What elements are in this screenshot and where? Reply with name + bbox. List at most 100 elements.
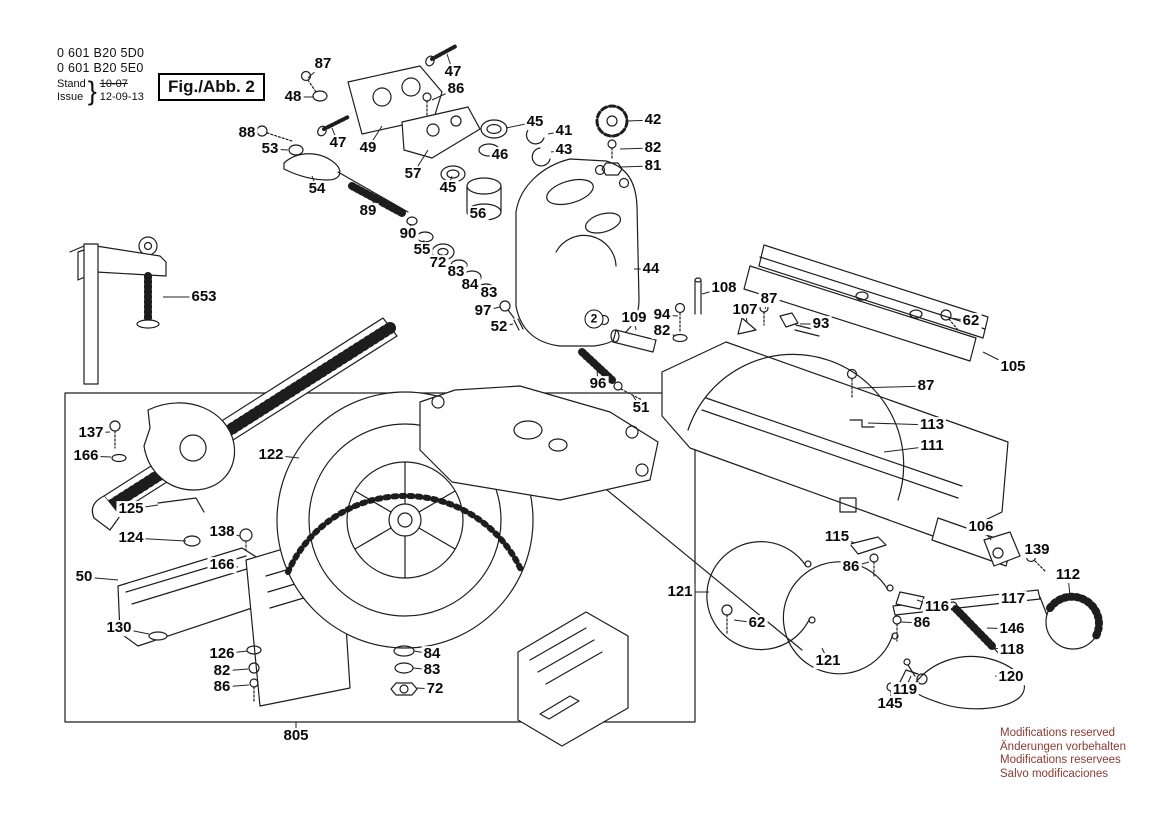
part-callout-86: 86 — [211, 678, 233, 696]
modification-notices: Modifications reserved Änderungen vorbeh… — [1000, 727, 1126, 781]
part-callout-81: 81 — [642, 157, 664, 175]
lock-lever-assembly — [886, 601, 1025, 710]
part-callout-145: 145 — [875, 695, 905, 713]
part-callout-166: 166 — [71, 447, 101, 465]
part-callout-166: 166 — [207, 556, 237, 574]
part-callout-138: 138 — [207, 523, 237, 541]
part-callout-90: 90 — [397, 225, 419, 243]
type-number-2: 0 601 B20 5E0 — [57, 60, 144, 75]
part-callout-51: 51 — [630, 399, 652, 417]
part-callout-45: 45 — [524, 113, 546, 131]
notice-de: Änderungen vorbehalten — [1000, 740, 1126, 753]
part-callout-88: 88 — [236, 124, 258, 142]
part-callout-86: 86 — [840, 558, 862, 576]
part-callout-53: 53 — [259, 140, 281, 158]
issue-label: Issue — [57, 91, 84, 104]
part-callout-109: 109 — [619, 309, 649, 327]
part-callout-96: 96 — [587, 375, 609, 393]
part-callout-83: 83 — [421, 661, 443, 679]
part-callout-55: 55 — [411, 241, 433, 259]
type-number-1: 0 601 B20 5D0 — [57, 46, 145, 60]
part-callout-62: 62 — [960, 312, 982, 330]
figure-label: Fig./Abb. 2 — [158, 73, 265, 101]
part-callout-107: 107 — [730, 301, 760, 319]
part-callout-97: 97 — [472, 302, 494, 320]
issue-value: 12-09-13 — [99, 91, 144, 104]
part-callout-113: 113 — [917, 416, 947, 434]
part-callout-94: 94 — [651, 306, 673, 324]
part-callout-52: 52 — [488, 318, 510, 336]
part-callout-805: 805 — [281, 727, 311, 745]
part-callout-120: 120 — [996, 668, 1026, 686]
arm-housing-44 — [515, 158, 640, 347]
part-callout-56: 56 — [467, 205, 489, 223]
part-callout-48: 48 — [282, 88, 304, 106]
part-callout-42: 42 — [642, 111, 664, 129]
part-callout-41: 41 — [553, 122, 575, 140]
part-callout-121: 121 — [813, 652, 843, 670]
part-callout-72: 72 — [427, 254, 449, 272]
part-callout-112: 112 — [1053, 566, 1083, 584]
part-callout-87: 87 — [758, 290, 780, 308]
upper-housing — [419, 385, 659, 501]
stand-value: 10-07 — [99, 77, 128, 90]
part-callout-115: 115 — [822, 528, 852, 546]
part-callout-118: 118 — [997, 641, 1027, 659]
top-hardware-cluster — [256, 44, 629, 331]
corner-bracket — [517, 611, 629, 747]
part-callout-105: 105 — [998, 358, 1028, 376]
miter-scale-plate — [91, 317, 398, 531]
part-callout-83: 83 — [445, 263, 467, 281]
part-callout-108: 108 — [709, 279, 739, 297]
part-callout-54: 54 — [306, 180, 328, 198]
part-callout-43: 43 — [553, 141, 575, 159]
part-callout-46: 46 — [489, 146, 511, 164]
part-callout-47: 47 — [442, 63, 464, 81]
part-callout-125: 125 — [116, 500, 146, 518]
part-callout-82: 82 — [651, 322, 673, 340]
notice-en: Modifications reserved — [1000, 727, 1116, 739]
part-callout-50: 50 — [73, 568, 95, 586]
part-callout-57: 57 — [402, 165, 424, 183]
part-callout-49: 49 — [357, 139, 379, 157]
part-callout-119: 119 — [890, 681, 920, 699]
detail-marker-2: 2 — [584, 309, 604, 329]
part-callout-82: 82 — [211, 662, 233, 680]
part-callout-653: 653 — [189, 288, 219, 306]
part-callout-117: 117 — [998, 590, 1028, 608]
part-callout-62: 62 — [746, 614, 768, 632]
part-callout-139: 139 — [1022, 541, 1052, 559]
fence-105 — [743, 244, 989, 362]
detent-lever-115 — [849, 536, 887, 579]
part-callout-146: 146 — [997, 620, 1027, 638]
part-callout-86: 86 — [445, 80, 467, 98]
part-callout-111: 111 — [918, 437, 946, 455]
part-callout-72: 72 — [424, 680, 446, 698]
part-callout-82: 82 — [642, 139, 664, 157]
part-callout-121: 121 — [665, 583, 695, 601]
part-callout-84: 84 — [421, 645, 443, 663]
notice-fr: Modifications reservees — [1000, 754, 1121, 767]
part-callout-44: 44 — [640, 260, 662, 278]
issue-row: Stand Issue } 10-07 12-09-13 — [57, 75, 144, 106]
part-callout-122: 122 — [256, 446, 286, 464]
bottom-washer-stack — [390, 645, 418, 696]
stand-label: Stand — [57, 77, 86, 90]
part-callout-83: 83 — [478, 284, 500, 302]
right-base-111 — [661, 341, 1009, 541]
part-callout-137: 137 — [76, 424, 106, 442]
clamp-assembly-653 — [69, 236, 167, 385]
part-callout-47: 47 — [327, 134, 349, 152]
part-callout-130: 130 — [104, 619, 134, 637]
part-callout-89: 89 — [357, 202, 379, 220]
title-block: 0 601 B20 5D0 0 601 B20 5E0 Stand Issue … — [57, 46, 144, 105]
part-callout-45: 45 — [437, 179, 459, 197]
notice-es: Salvo modificaciones — [1000, 767, 1109, 780]
part-callout-124: 124 — [116, 529, 146, 547]
part-callout-93: 93 — [810, 315, 832, 333]
brace-glyph: } — [87, 75, 97, 106]
part-callout-84: 84 — [459, 276, 481, 294]
